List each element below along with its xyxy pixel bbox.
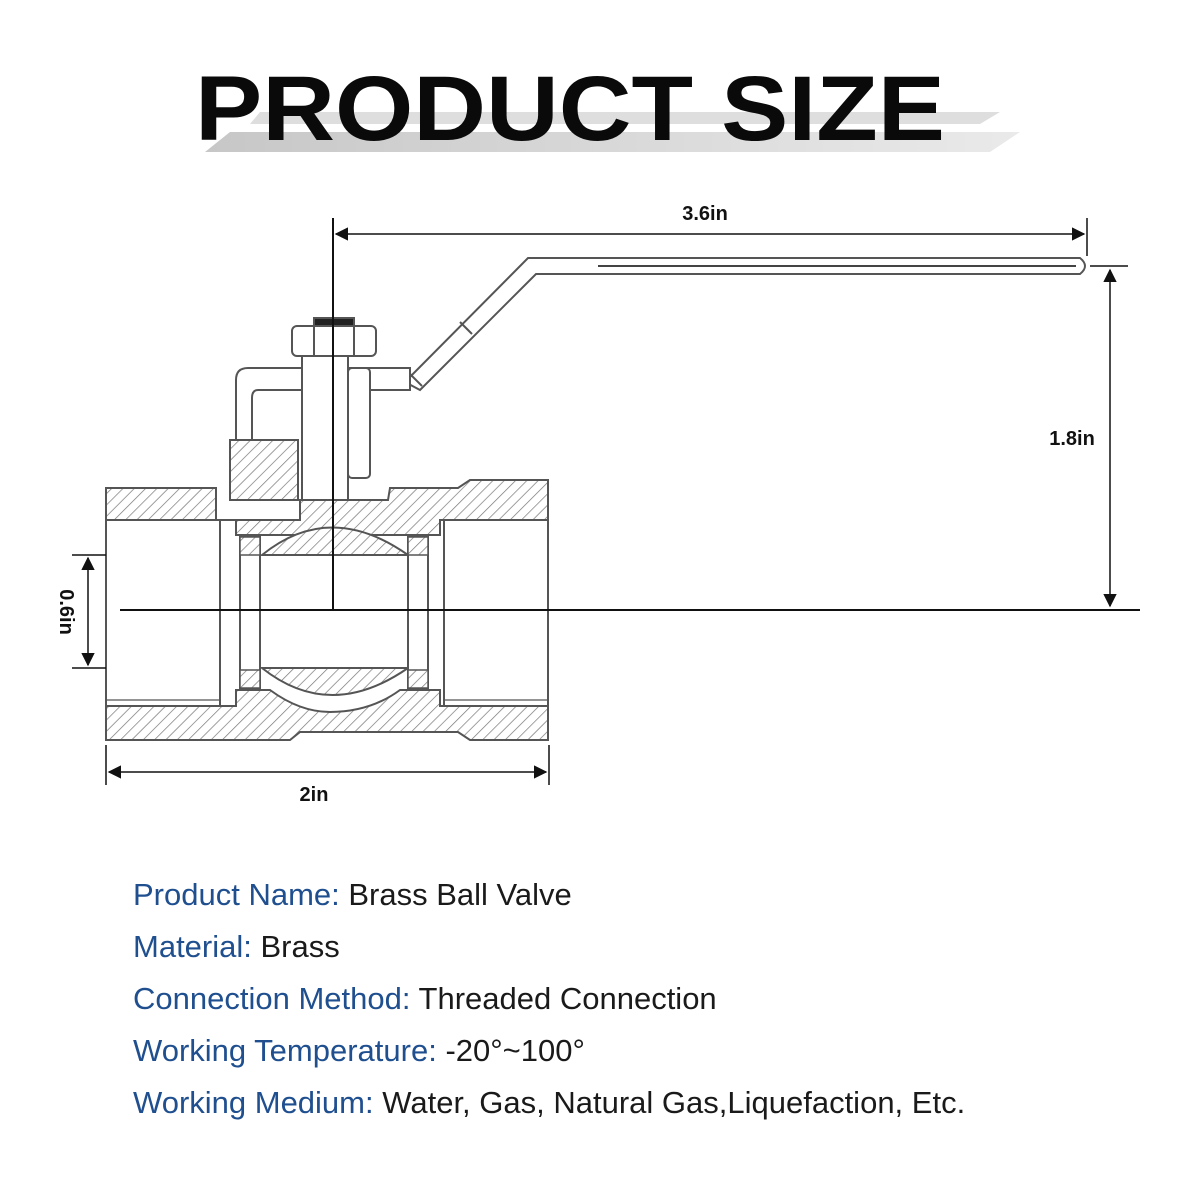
seat-left-hatch-top — [239, 536, 261, 556]
spec-row-material: Material: Brass — [133, 924, 1173, 976]
valve-diagram: 3.6in 1.8in 0.6in 2in — [0, 190, 1200, 830]
ball-upper — [259, 526, 412, 556]
spec-row-product-name: Product Name: Brass Ball Valve — [133, 872, 1173, 924]
ball-lower — [259, 667, 412, 696]
seat-left — [239, 536, 261, 690]
dimension-label-handle: 3.6in — [682, 203, 728, 225]
spec-value: -20°~100° — [436, 1033, 585, 1068]
spec-value: Threaded Connection — [410, 981, 717, 1016]
dimension-body-length: 2in — [105, 745, 550, 806]
seat-right — [407, 536, 429, 690]
spec-label: Working Temperature: — [133, 1033, 437, 1068]
spec-label: Material: — [133, 929, 252, 964]
right-port — [443, 519, 549, 707]
dimension-bore: 0.6in — [55, 554, 106, 669]
dimension-label-height: 1.8in — [1049, 428, 1095, 450]
spec-label: Connection Method: — [133, 981, 411, 1016]
dimension-label-body: 2in — [300, 784, 329, 806]
spec-value: Brass Ball Valve — [339, 877, 572, 912]
left-port — [105, 519, 221, 707]
spec-row-working-temperature: Working Temperature: -20°~100° — [133, 1028, 1173, 1080]
valve-body-top — [105, 479, 549, 536]
dimension-handle-length: 3.6in — [334, 203, 1088, 256]
page-title-banner: PRODUCT SIZE — [0, 40, 1200, 180]
seat-right-hatch-top — [407, 536, 429, 556]
valve-body-bottom — [105, 689, 549, 741]
spec-row-working-medium: Working Medium: Water, Gas, Natural Gas,… — [133, 1080, 1173, 1132]
seat-right-hatch-bottom — [407, 669, 429, 689]
dimension-height: 1.8in — [1049, 265, 1128, 608]
spec-value: Brass — [251, 929, 340, 964]
title-graphic: PRODUCT SIZE — [195, 58, 1020, 160]
spec-value: Water, Gas, Natural Gas,Liquefaction, Et… — [373, 1085, 966, 1120]
valve-drawing: 3.6in 1.8in 0.6in 2in — [55, 203, 1140, 806]
spec-label: Working Medium: — [133, 1085, 374, 1120]
page-title: PRODUCT SIZE — [195, 58, 945, 160]
packing-gland — [229, 439, 299, 501]
seat-left-hatch-bottom — [239, 669, 261, 689]
spec-label: Product Name: — [133, 877, 340, 912]
title-shadow — [205, 112, 1020, 152]
dimension-label-bore: 0.6in — [55, 589, 77, 635]
spec-row-connection-method: Connection Method: Threaded Connection — [133, 976, 1173, 1028]
spec-list: Product Name: Brass Ball Valve Material:… — [133, 872, 1173, 1132]
